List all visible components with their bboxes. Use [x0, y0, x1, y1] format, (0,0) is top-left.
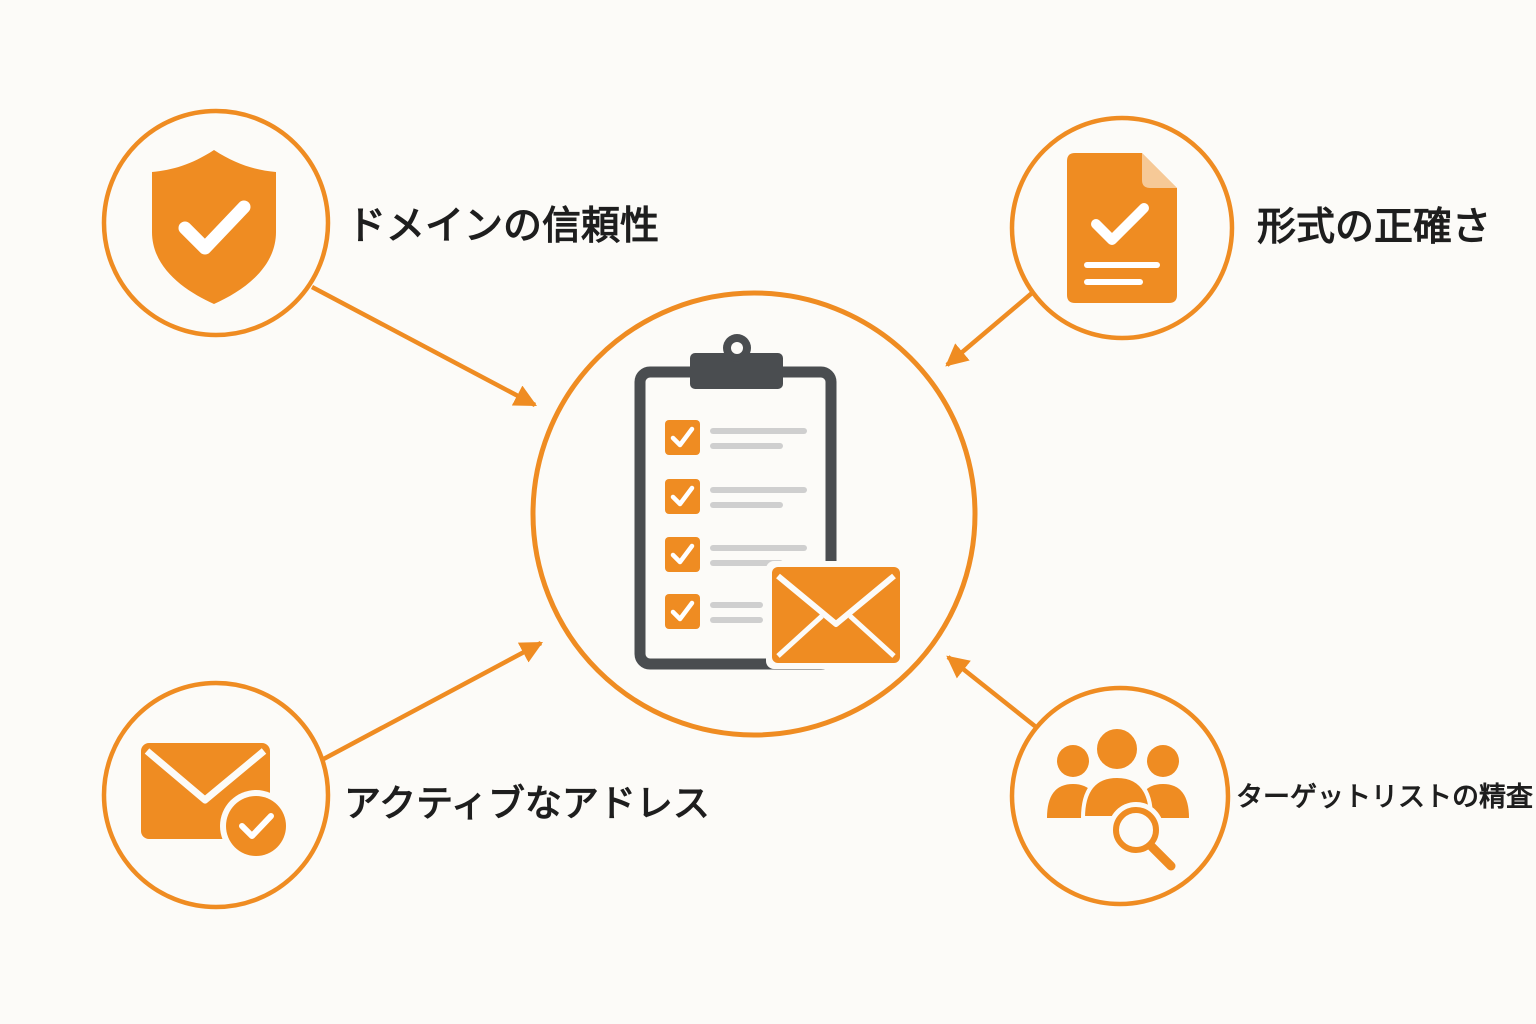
connectors — [310, 285, 1038, 764]
arrow-format-to-center — [945, 291, 1034, 367]
arrow-domain-to-center — [310, 285, 537, 407]
envelope-icon — [766, 561, 906, 669]
checklist-row — [665, 479, 807, 514]
label-domain-reliability: ドメインの信頼性 — [347, 204, 660, 249]
checklist-row — [665, 594, 763, 629]
node-active — [101, 680, 331, 910]
node-domain — [101, 108, 331, 338]
document-check-icon — [1067, 153, 1177, 303]
clipboard-checklist-with-envelope-icon — [634, 334, 906, 670]
arrow-active-to-center — [316, 641, 543, 764]
arrow-target-to-center — [946, 655, 1038, 729]
node-target — [1009, 685, 1231, 907]
shield-check-icon — [152, 150, 276, 304]
node-format — [1009, 115, 1235, 341]
label-target-list-review: ターゲットリストの精査 — [1236, 782, 1533, 813]
envelope-check-icon — [141, 743, 292, 862]
center-node — [530, 290, 978, 738]
checklist-row — [665, 420, 807, 455]
label-format-accuracy: 形式の正確さ — [1257, 205, 1492, 250]
people-search-icon — [1047, 725, 1189, 871]
label-active-address: アクティブなアドレス — [344, 782, 710, 825]
